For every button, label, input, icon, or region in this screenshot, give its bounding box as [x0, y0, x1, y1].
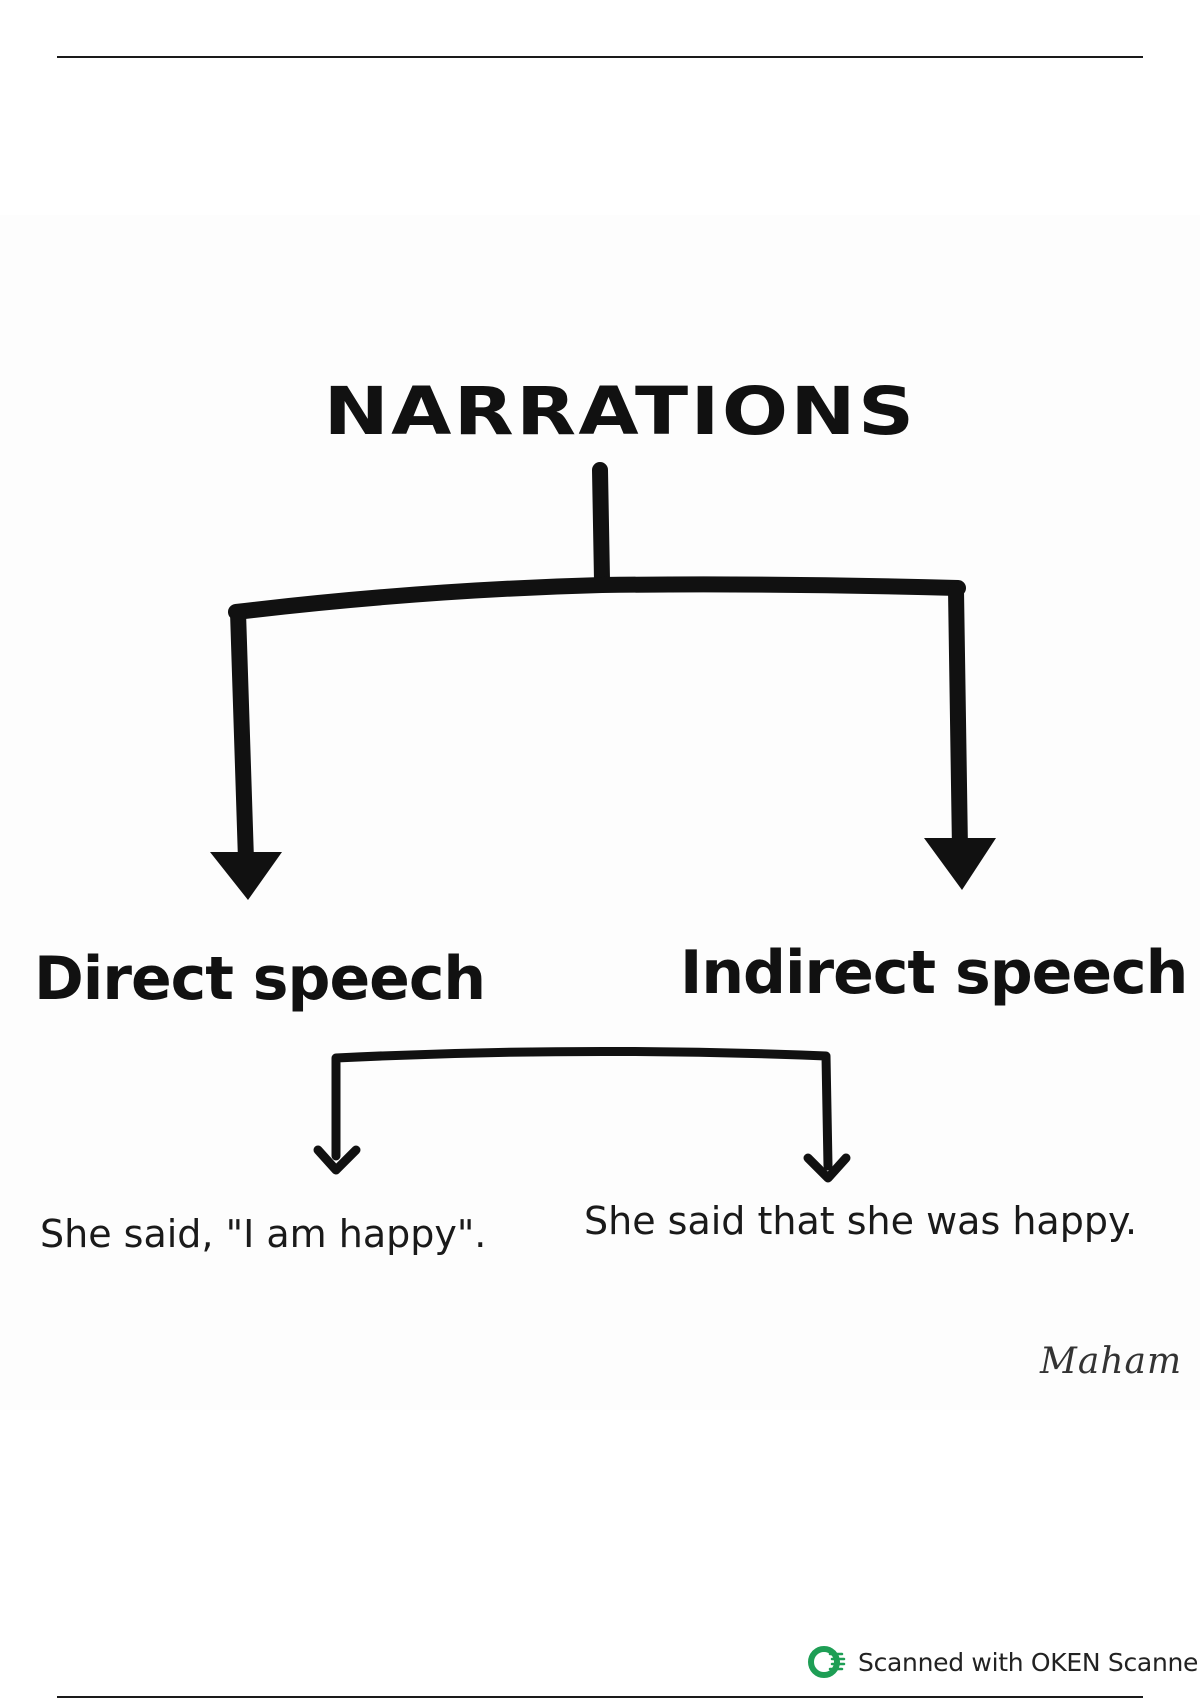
direct-speech-label: Direct speech	[34, 944, 486, 1014]
example-bracket-line	[331, 1046, 833, 1171]
author-signature: Maham	[1040, 1341, 1183, 1382]
oken-scanner-logo-icon	[808, 1646, 846, 1678]
diagram-panel	[0, 215, 1200, 1410]
main-branch-bar	[228, 576, 966, 620]
diagram-title-text: NARRATIONS	[323, 373, 917, 450]
title-stem-line	[592, 462, 610, 588]
scanner-text: Scanned with OKEN Scanner	[858, 1647, 1200, 1677]
right-branch-arrowhead	[924, 838, 996, 890]
indirect-speech-label: Indirect speech	[680, 938, 1188, 1008]
left-branch-arrowhead	[210, 852, 282, 900]
diagram-title: NARRATIONS	[0, 372, 1200, 452]
indirect-speech-example: She said that she was happy.	[584, 1199, 1138, 1243]
right-example-arrowhead	[803, 1153, 851, 1183]
right-branch-line	[948, 582, 968, 858]
left-branch-line	[230, 604, 254, 868]
direct-speech-example: She said, "I am happy".	[40, 1212, 487, 1256]
scanner-watermark: Scanned with OKEN Scanner	[806, 1640, 1200, 1684]
top-rule	[57, 56, 1143, 58]
bottom-rule	[57, 1696, 1143, 1698]
left-example-arrowhead	[313, 1145, 361, 1175]
